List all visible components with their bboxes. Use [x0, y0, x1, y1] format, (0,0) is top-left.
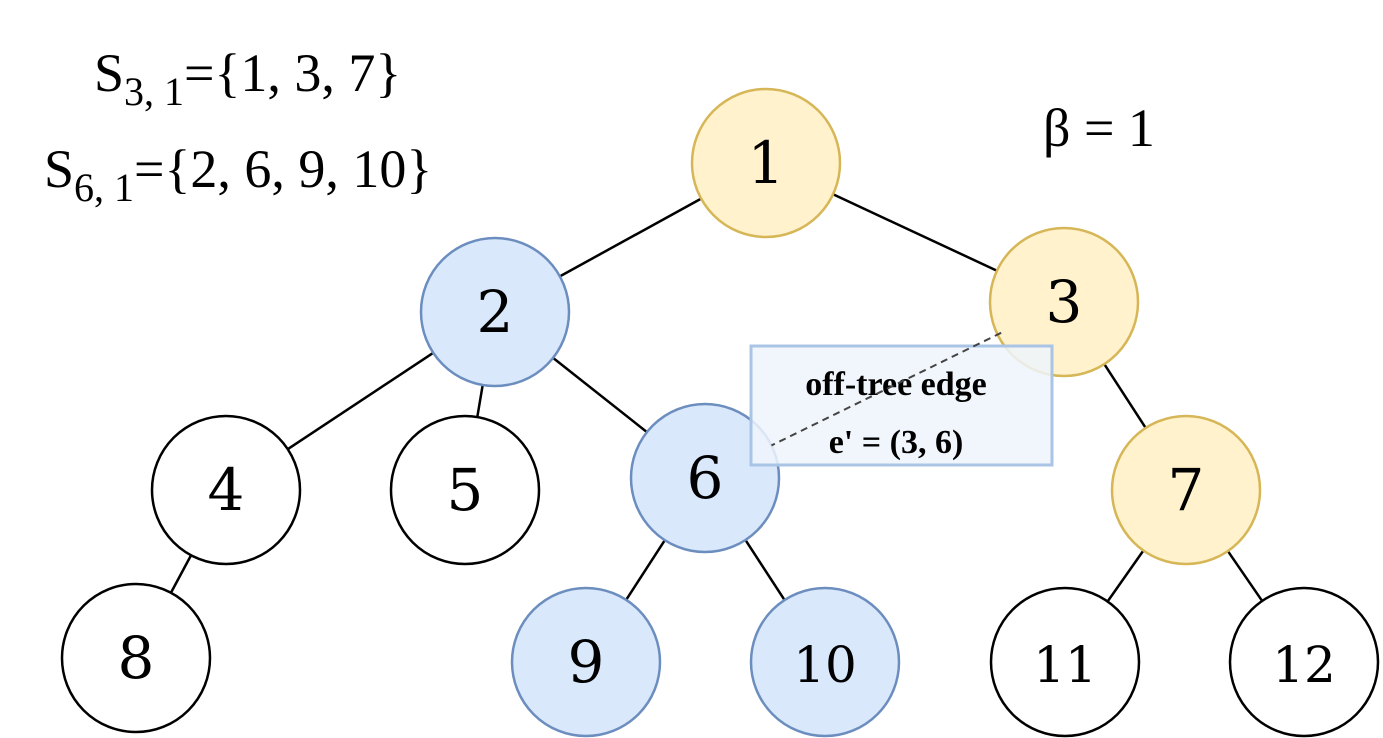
edge-6-10 [744, 539, 786, 601]
tree-node-label: 9 [568, 628, 605, 696]
tree-node-label: 8 [118, 624, 155, 692]
set-s31-symbol: S [94, 43, 124, 103]
tree-node-circle [690, 87, 842, 239]
tree-node-label: 5 [447, 456, 484, 524]
set-s61-members: ={2, 6, 9, 10} [134, 139, 432, 199]
edge-3-7 [1103, 363, 1147, 429]
tree-node-circle [60, 582, 212, 734]
tree-node-circle [989, 586, 1141, 738]
off-tree-edge-title: off-tree edge [805, 366, 987, 403]
edge-1-2 [559, 197, 702, 278]
tree-node-label: 4 [208, 456, 245, 524]
set-s31-members: ={1, 3, 7} [184, 43, 401, 103]
set-s61-subscript: 6, 1 [74, 165, 134, 210]
tree-node-circle [389, 414, 541, 566]
tree-node-label: 12 [1272, 636, 1336, 694]
tree-node-11: 11 [989, 586, 1141, 738]
tree-node-circle [150, 414, 302, 566]
edge-2-6 [552, 356, 648, 434]
edge-7-12 [1226, 550, 1264, 602]
tree-node-circle [749, 586, 901, 738]
off-tree-edge-layer [771, 331, 1002, 447]
tree-node-6: 6 [629, 402, 781, 554]
tree-node-label: 6 [687, 444, 724, 512]
tree-node-label: 2 [477, 278, 514, 346]
tree-node-circle [1110, 414, 1262, 566]
tree-node-label: 1 [748, 129, 785, 197]
tree-node-label: 7 [1168, 456, 1205, 524]
tree-node-circle [510, 586, 662, 738]
tree-node-circle [629, 402, 781, 554]
tree-node-label: 10 [793, 636, 857, 694]
edge-1-3 [832, 193, 998, 272]
edge-2-4 [287, 351, 434, 451]
tree-node-label: 3 [1046, 268, 1083, 336]
tree-node-4: 4 [150, 414, 302, 566]
tree-node-3: 3 [988, 226, 1140, 378]
set-s31-label: S3, 1={1, 3, 7} [94, 43, 401, 114]
tree-node-2: 2 [419, 236, 571, 388]
tree-node-7: 7 [1110, 414, 1262, 566]
edge-2-5 [476, 384, 484, 418]
tree-node-circle [419, 236, 571, 388]
set-s61-symbol: S [44, 139, 74, 199]
tree-node-label: 11 [1033, 636, 1097, 694]
tree-node-9: 9 [510, 586, 662, 738]
off-tree-edge-value: e' = (3, 6) [829, 424, 964, 461]
off-tree-edge-3-6 [771, 331, 1002, 447]
tree-node-circle [988, 226, 1140, 378]
set-s31-subscript: 3, 1 [124, 69, 184, 114]
tree-node-circle [1228, 586, 1380, 738]
off-tree-edge-box [749, 344, 1054, 467]
beta-label: β = 1 [1043, 98, 1155, 158]
tree-node-8: 8 [60, 582, 212, 734]
off-tree-edge-label-box: off-tree edge e' = (3, 6) [749, 344, 1054, 467]
tree-node-12: 12 [1228, 586, 1380, 738]
tree-node-1: 1 [690, 87, 842, 239]
edge-4-8 [169, 554, 193, 594]
edge-7-11 [1106, 549, 1145, 603]
tree-edges [169, 193, 1264, 603]
set-s61-label: S6, 1={2, 6, 9, 10} [44, 139, 432, 210]
tree-node-5: 5 [389, 414, 541, 566]
tree-node-10: 10 [749, 586, 901, 738]
edge-6-9 [625, 539, 666, 601]
